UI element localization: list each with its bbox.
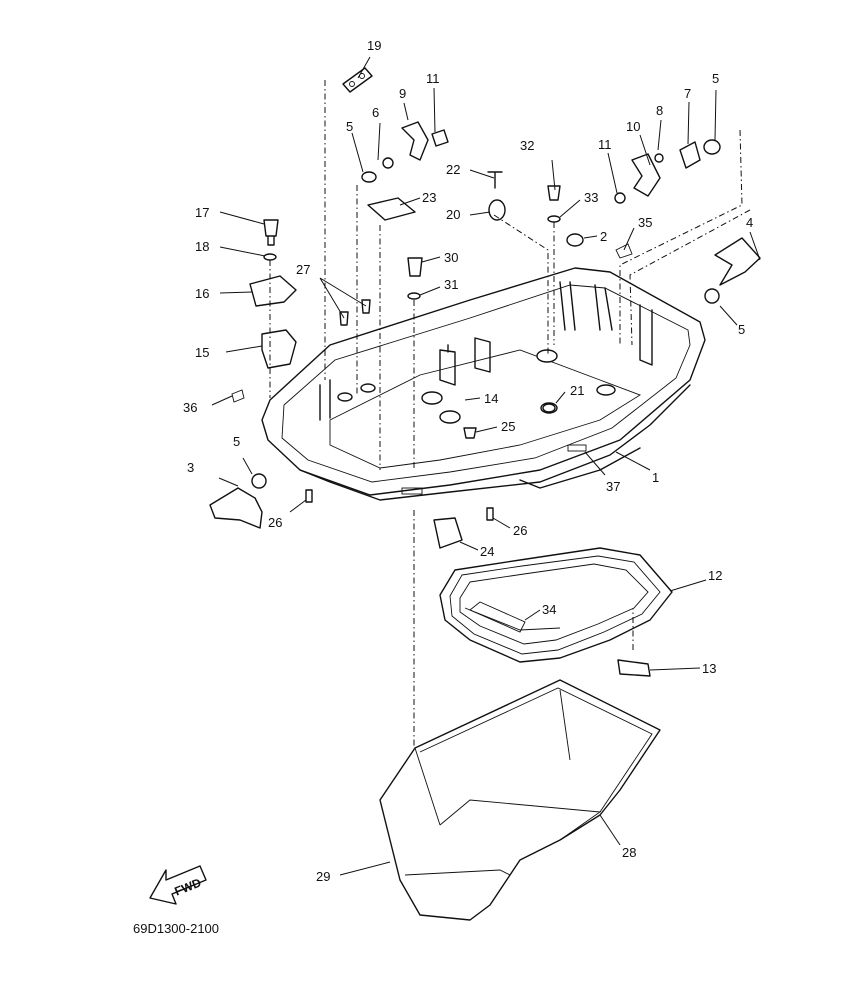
callout-5-right: 5	[738, 322, 745, 337]
callout-2: 2	[600, 229, 607, 244]
callout-17: 17	[195, 205, 209, 220]
callout-19: 19	[367, 38, 381, 53]
callout-12: 12	[708, 568, 722, 583]
callout-33: 33	[584, 190, 598, 205]
callout-5-left: 5	[233, 434, 240, 449]
callout-28: 28	[622, 845, 636, 860]
callout-21: 21	[570, 383, 584, 398]
callout-32: 32	[520, 138, 534, 153]
callout-23: 23	[422, 190, 436, 205]
callout-9: 9	[399, 86, 406, 101]
bottom-cowling-part	[261, 267, 706, 501]
callout-22: 22	[446, 162, 460, 177]
callout-leaders	[211, 56, 761, 876]
callout-5-right-top: 5	[712, 71, 719, 86]
callout-3: 3	[187, 460, 194, 475]
callout-11-right: 11	[598, 137, 612, 152]
callout-31: 31	[444, 277, 458, 292]
callout-34: 34	[542, 602, 556, 617]
callout-labels: 1 2 3 4 5 5 5 5 6 7 8 9 10 11 11 12 13 1…	[183, 38, 753, 884]
callout-6: 6	[372, 105, 379, 120]
lower-cover-part	[379, 679, 661, 921]
callout-1: 1	[652, 470, 659, 485]
callout-15: 15	[195, 345, 209, 360]
callout-25: 25	[501, 419, 515, 434]
callout-8: 8	[656, 103, 663, 118]
callout-27: 27	[296, 262, 310, 277]
callout-36: 36	[183, 400, 197, 415]
cowling-seal-part	[439, 547, 673, 663]
callout-26-left: 26	[268, 515, 282, 530]
callout-35: 35	[638, 215, 652, 230]
callout-14: 14	[484, 391, 498, 406]
callout-11-top: 11	[426, 71, 440, 86]
callout-7: 7	[684, 86, 691, 101]
forward-arrow-icon: FWD	[149, 865, 207, 905]
assembly-lines	[269, 80, 751, 748]
callout-29: 29	[316, 869, 330, 884]
callout-4: 4	[746, 215, 753, 230]
drawing-code: 69D1300-2100	[133, 921, 219, 936]
callout-26-right: 26	[513, 523, 527, 538]
callout-18: 18	[195, 239, 209, 254]
callout-16: 16	[195, 286, 209, 301]
callout-5-top: 5	[346, 119, 353, 134]
callout-20: 20	[446, 207, 460, 222]
callout-10: 10	[626, 119, 640, 134]
callout-13: 13	[702, 661, 716, 676]
callout-30: 30	[444, 250, 458, 265]
callout-37: 37	[606, 479, 620, 494]
callout-24: 24	[480, 544, 494, 559]
